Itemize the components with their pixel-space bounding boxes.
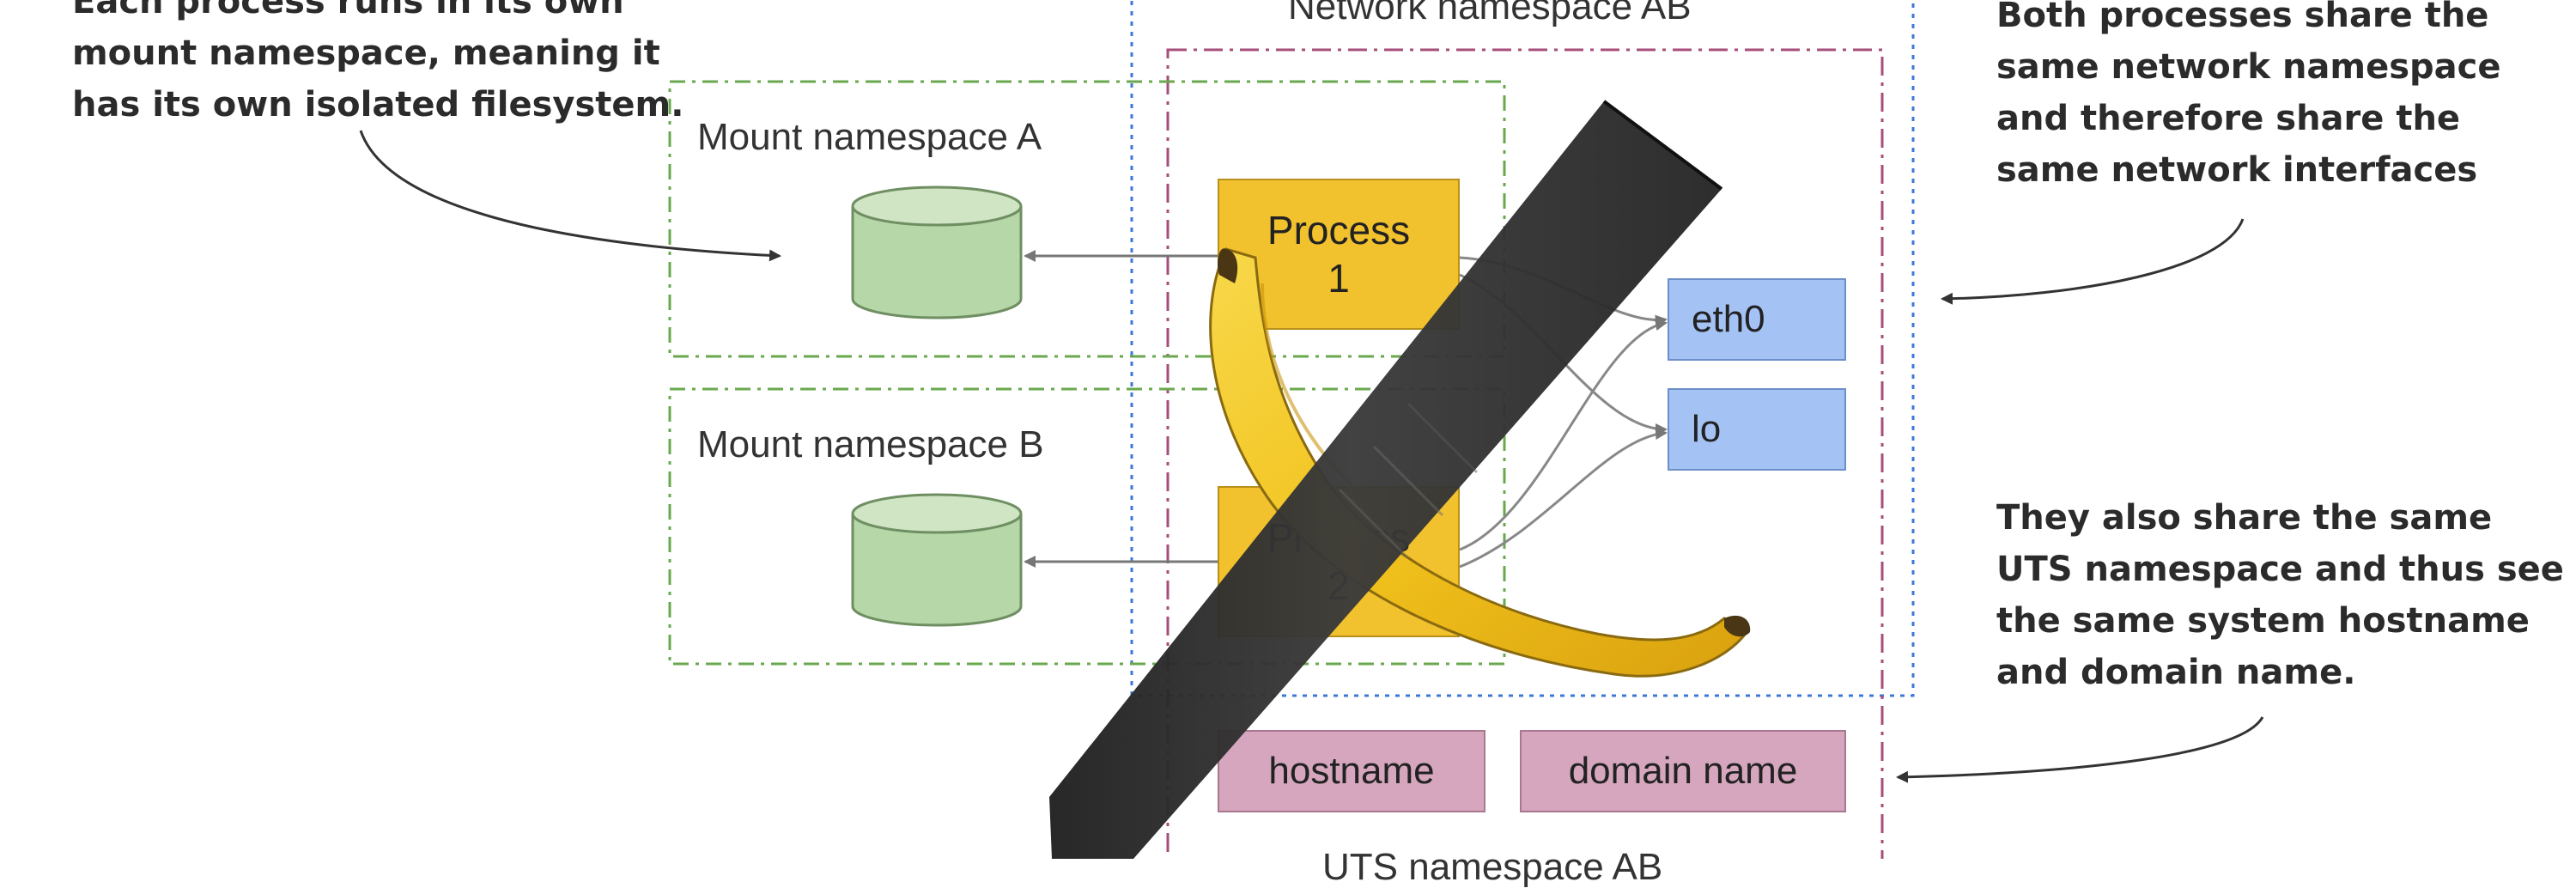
- annotation-arrow-mount: [359, 130, 781, 262]
- process-2-number: 2: [1327, 563, 1350, 608]
- annotation-line: same network interfaces: [1996, 150, 2478, 190]
- eth0-label: eth0: [1692, 298, 1765, 340]
- annotation-line: Both processes share the: [1996, 0, 2489, 35]
- network-namespace-label: Network namespace AB: [1288, 0, 1692, 27]
- lo-interface-box: lo: [1668, 388, 1846, 471]
- domain-name-label: domain name: [1568, 750, 1798, 792]
- annotation-line: and therefore share the: [1996, 99, 2461, 138]
- process-1-box: Process 1: [1218, 179, 1460, 330]
- arrow-process2-to-lo: [1459, 428, 1668, 569]
- annotation-arrow-network: [1941, 218, 2245, 305]
- arrow-process1-to-lo: [1459, 273, 1668, 435]
- annotation-line: the same system hostname: [1996, 601, 2530, 641]
- domain-name-box: domain name: [1520, 730, 1846, 812]
- hostname-label: hostname: [1268, 750, 1435, 792]
- diagram-canvas: [359, 0, 2264, 859]
- mount-namespace-b-label: Mount namespace B: [697, 423, 1044, 465]
- process-2-box: Process 2: [1218, 486, 1460, 637]
- namespace-diagram: Each process runs in its own mount names…: [72, 0, 2564, 886]
- annotation-mount: Each process runs in its own mount names…: [72, 0, 683, 131]
- cylinder-icon: [851, 493, 1023, 627]
- cylinder-icon: [851, 186, 1023, 319]
- annotation-line: and domain name.: [1996, 653, 2356, 692]
- annotation-line: has its own isolated filesystem.: [72, 85, 684, 125]
- annotation-line: same network namespace: [1996, 47, 2501, 87]
- annotation-line: UTS namespace and thus see: [1996, 550, 2564, 589]
- eth0-interface-box: eth0: [1668, 278, 1846, 361]
- uts-namespace-label: UTS namespace AB: [1322, 846, 1663, 888]
- process-1-number: 1: [1327, 256, 1350, 301]
- annotation-line: mount namespace, meaning it: [72, 33, 660, 73]
- annotation-network: Both processes share the same network na…: [1996, 0, 2501, 196]
- hostname-box: hostname: [1218, 730, 1485, 812]
- mount-namespace-a-label: Mount namespace A: [697, 116, 1042, 158]
- annotation-line: They also share the same: [1996, 498, 2493, 538]
- annotation-uts: They also share the same UTS namespace a…: [1996, 492, 2564, 698]
- arrow-process1-to-eth0: [1459, 256, 1668, 327]
- lo-label: lo: [1692, 408, 1722, 450]
- annotation-arrow-uts: [1896, 716, 2264, 783]
- process-2-label: Process: [1267, 515, 1411, 560]
- process-1-label: Process: [1267, 208, 1411, 252]
- annotation-line: Each process runs in its own: [72, 0, 624, 21]
